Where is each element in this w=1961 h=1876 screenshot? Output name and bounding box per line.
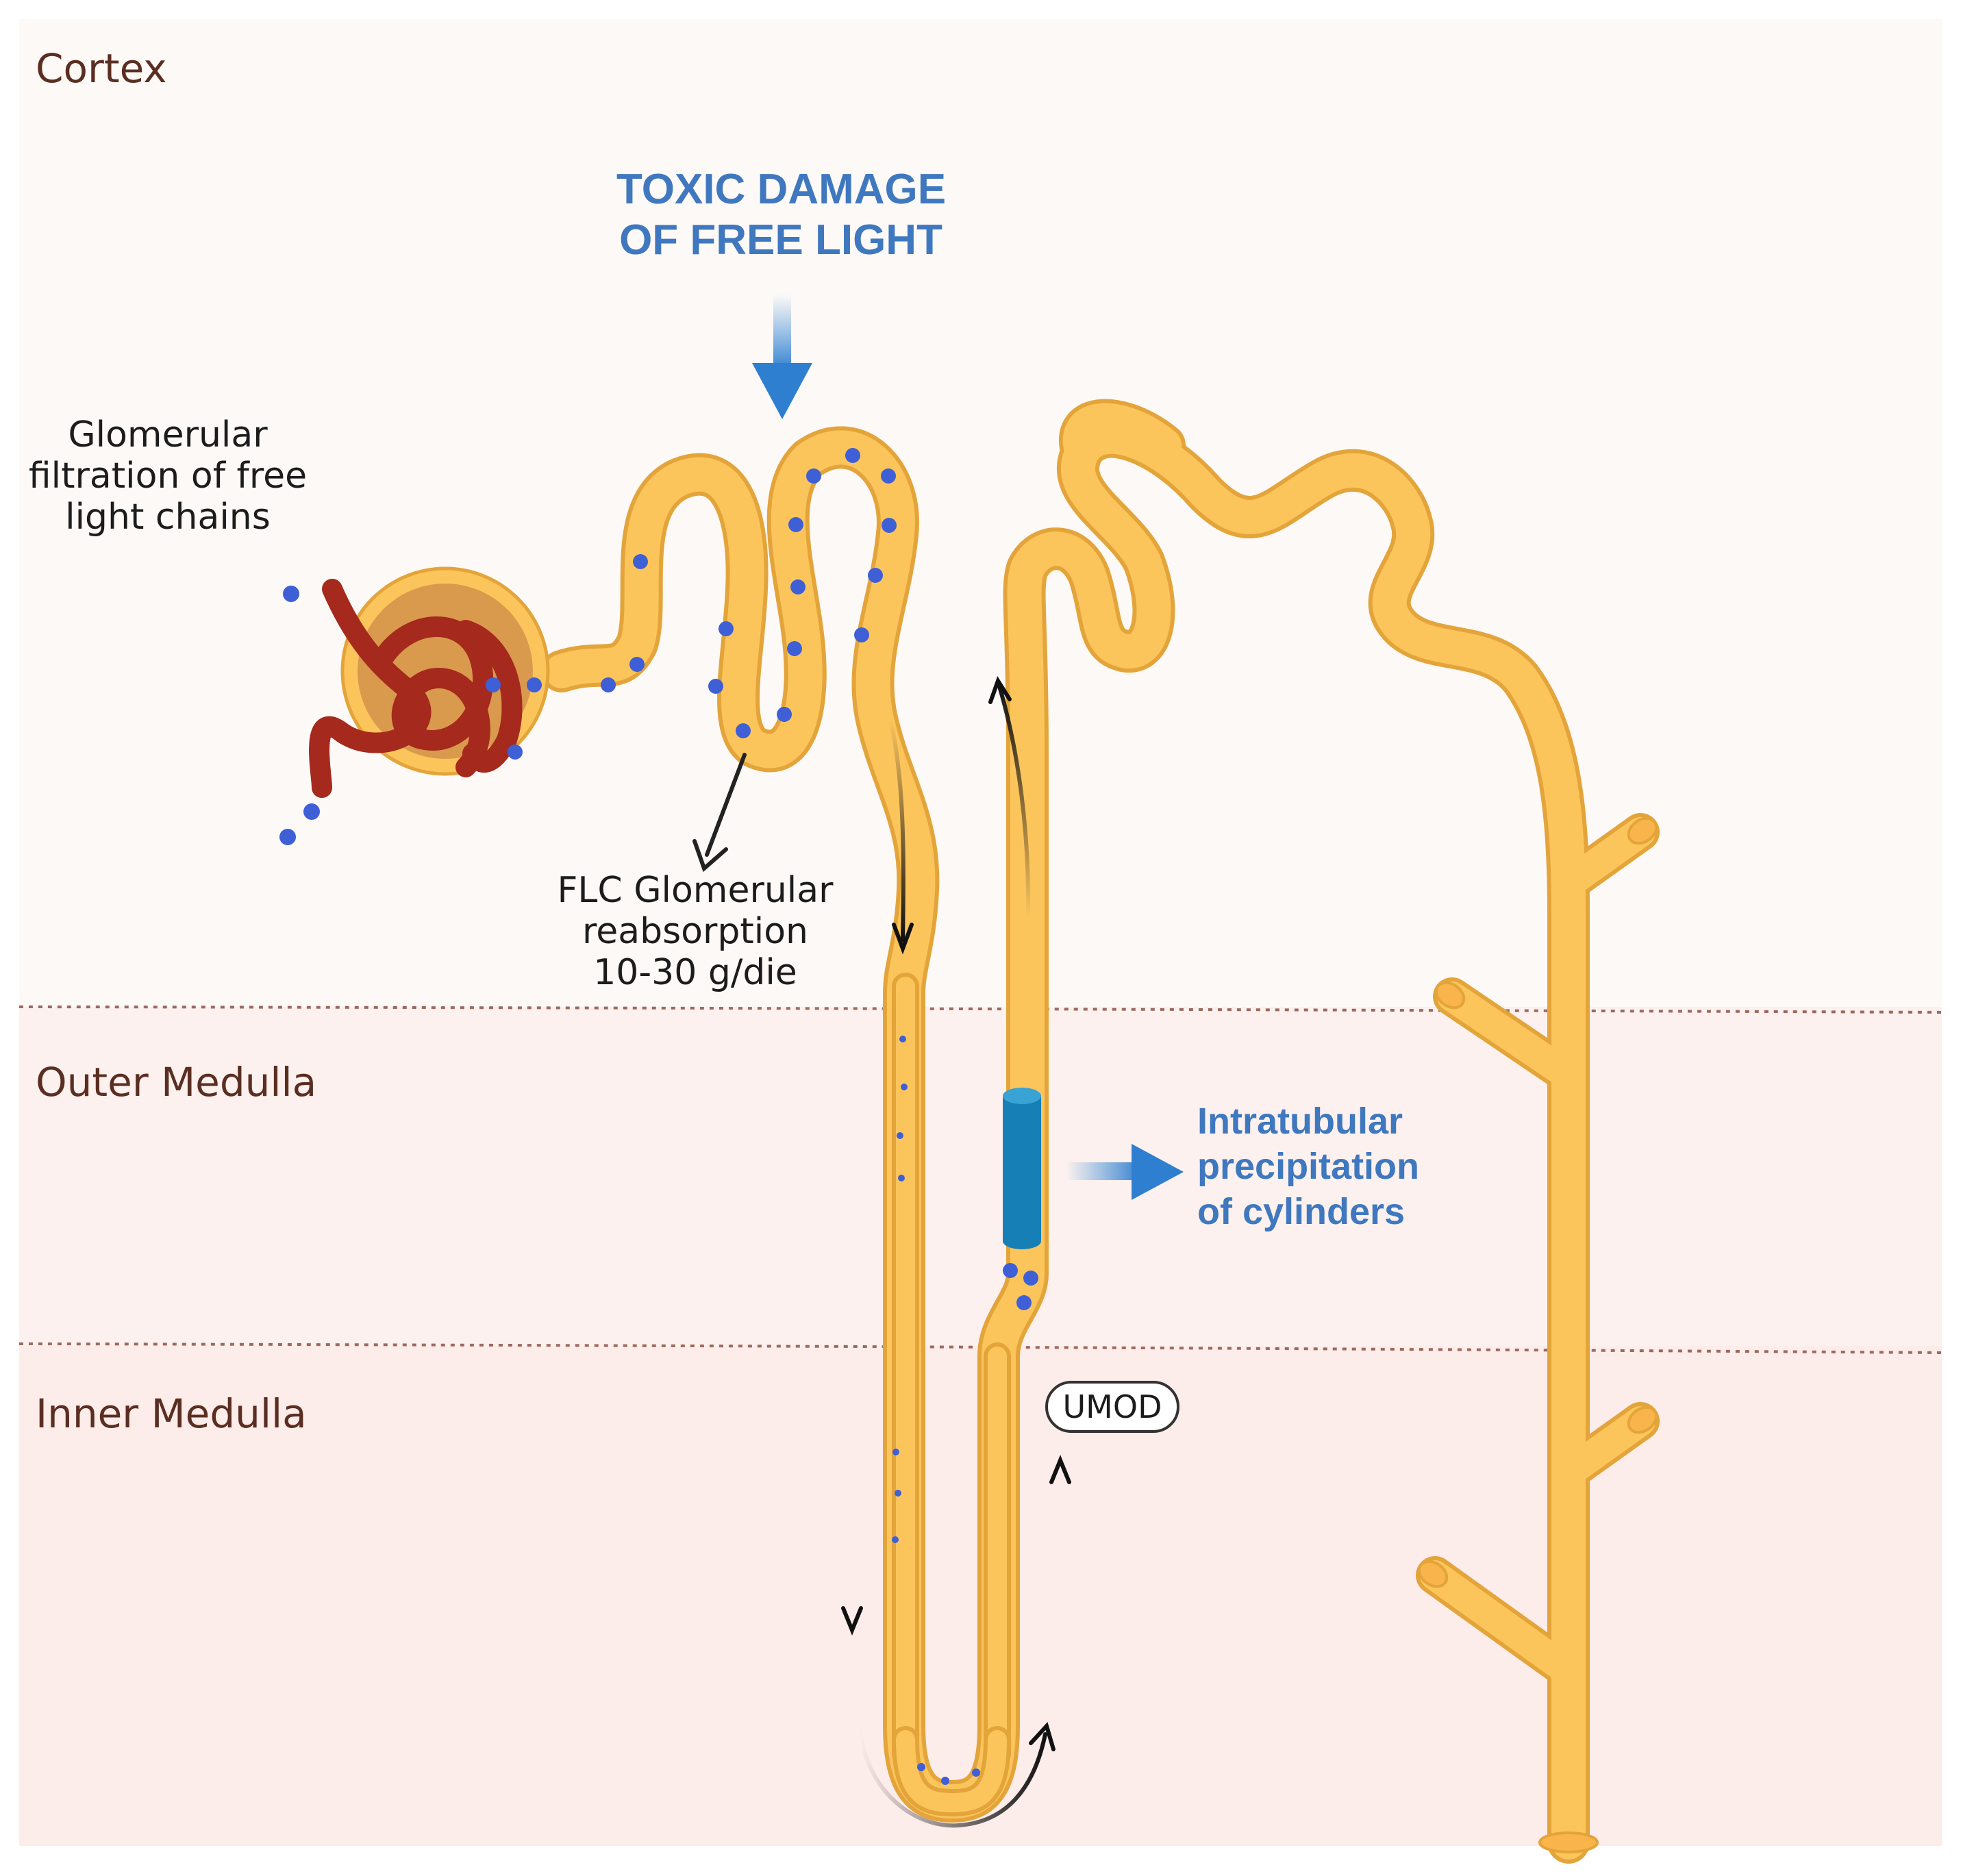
cylinder-cast	[1003, 1088, 1041, 1249]
toxic-damage-line-1: TOXIC DAMAGE	[616, 166, 947, 213]
glomerular-filtration-line-1: Glomerular	[68, 414, 268, 455]
capillary-tuft	[309, 579, 523, 798]
umod-badge: UMOD	[1045, 1381, 1179, 1433]
inner-medulla-label: Inner Medulla	[36, 1390, 307, 1437]
outer-medulla-zone	[19, 1007, 1942, 1346]
intratubular-line-3: of cylinders	[1197, 1191, 1406, 1232]
cortex-boundary	[18, 1005, 1943, 1014]
flc-reabsorption-line-3: 10-30 g/die	[593, 952, 797, 993]
flc-reabsorption-label: FLC Glomerular reabsorption 10-30 g/die	[545, 870, 846, 993]
free-light-chain-particles	[279, 448, 1038, 1785]
glomerular-filtration-line-2: filtration of free	[28, 455, 308, 497]
thin-limbs	[892, 973, 1011, 1817]
toxic-damage-arrow	[752, 295, 812, 419]
tubule-openings	[1417, 816, 1658, 1853]
flc-reabsorption-line-2: reabsorption	[582, 911, 808, 952]
toxic-damage-label: TOXIC DAMAGE OF FREE LIGHT	[616, 164, 947, 266]
glomerulus	[309, 566, 550, 798]
intratubular-line-2: precipitation	[1197, 1146, 1420, 1187]
intratubular-precipitation-label: Intratubular precipitation of cylinders	[1197, 1099, 1419, 1234]
glomerular-filtration-label: Glomerular filtration of free light chai…	[14, 414, 322, 538]
toxic-damage-line-2: OF FREE LIGHT	[619, 216, 942, 264]
glomerular-filtration-line-3: light chains	[65, 497, 271, 538]
flow-arrows	[692, 676, 1071, 1828]
cortex-label: Cortex	[36, 45, 167, 92]
medulla-boundary	[18, 1342, 1943, 1354]
intratubular-line-1: Intratubular	[1197, 1101, 1403, 1142]
flc-reabsorption-line-1: FLC Glomerular	[557, 870, 834, 911]
precipitation-arrow	[1066, 1144, 1184, 1200]
outer-medulla-label: Outer Medulla	[36, 1059, 317, 1105]
